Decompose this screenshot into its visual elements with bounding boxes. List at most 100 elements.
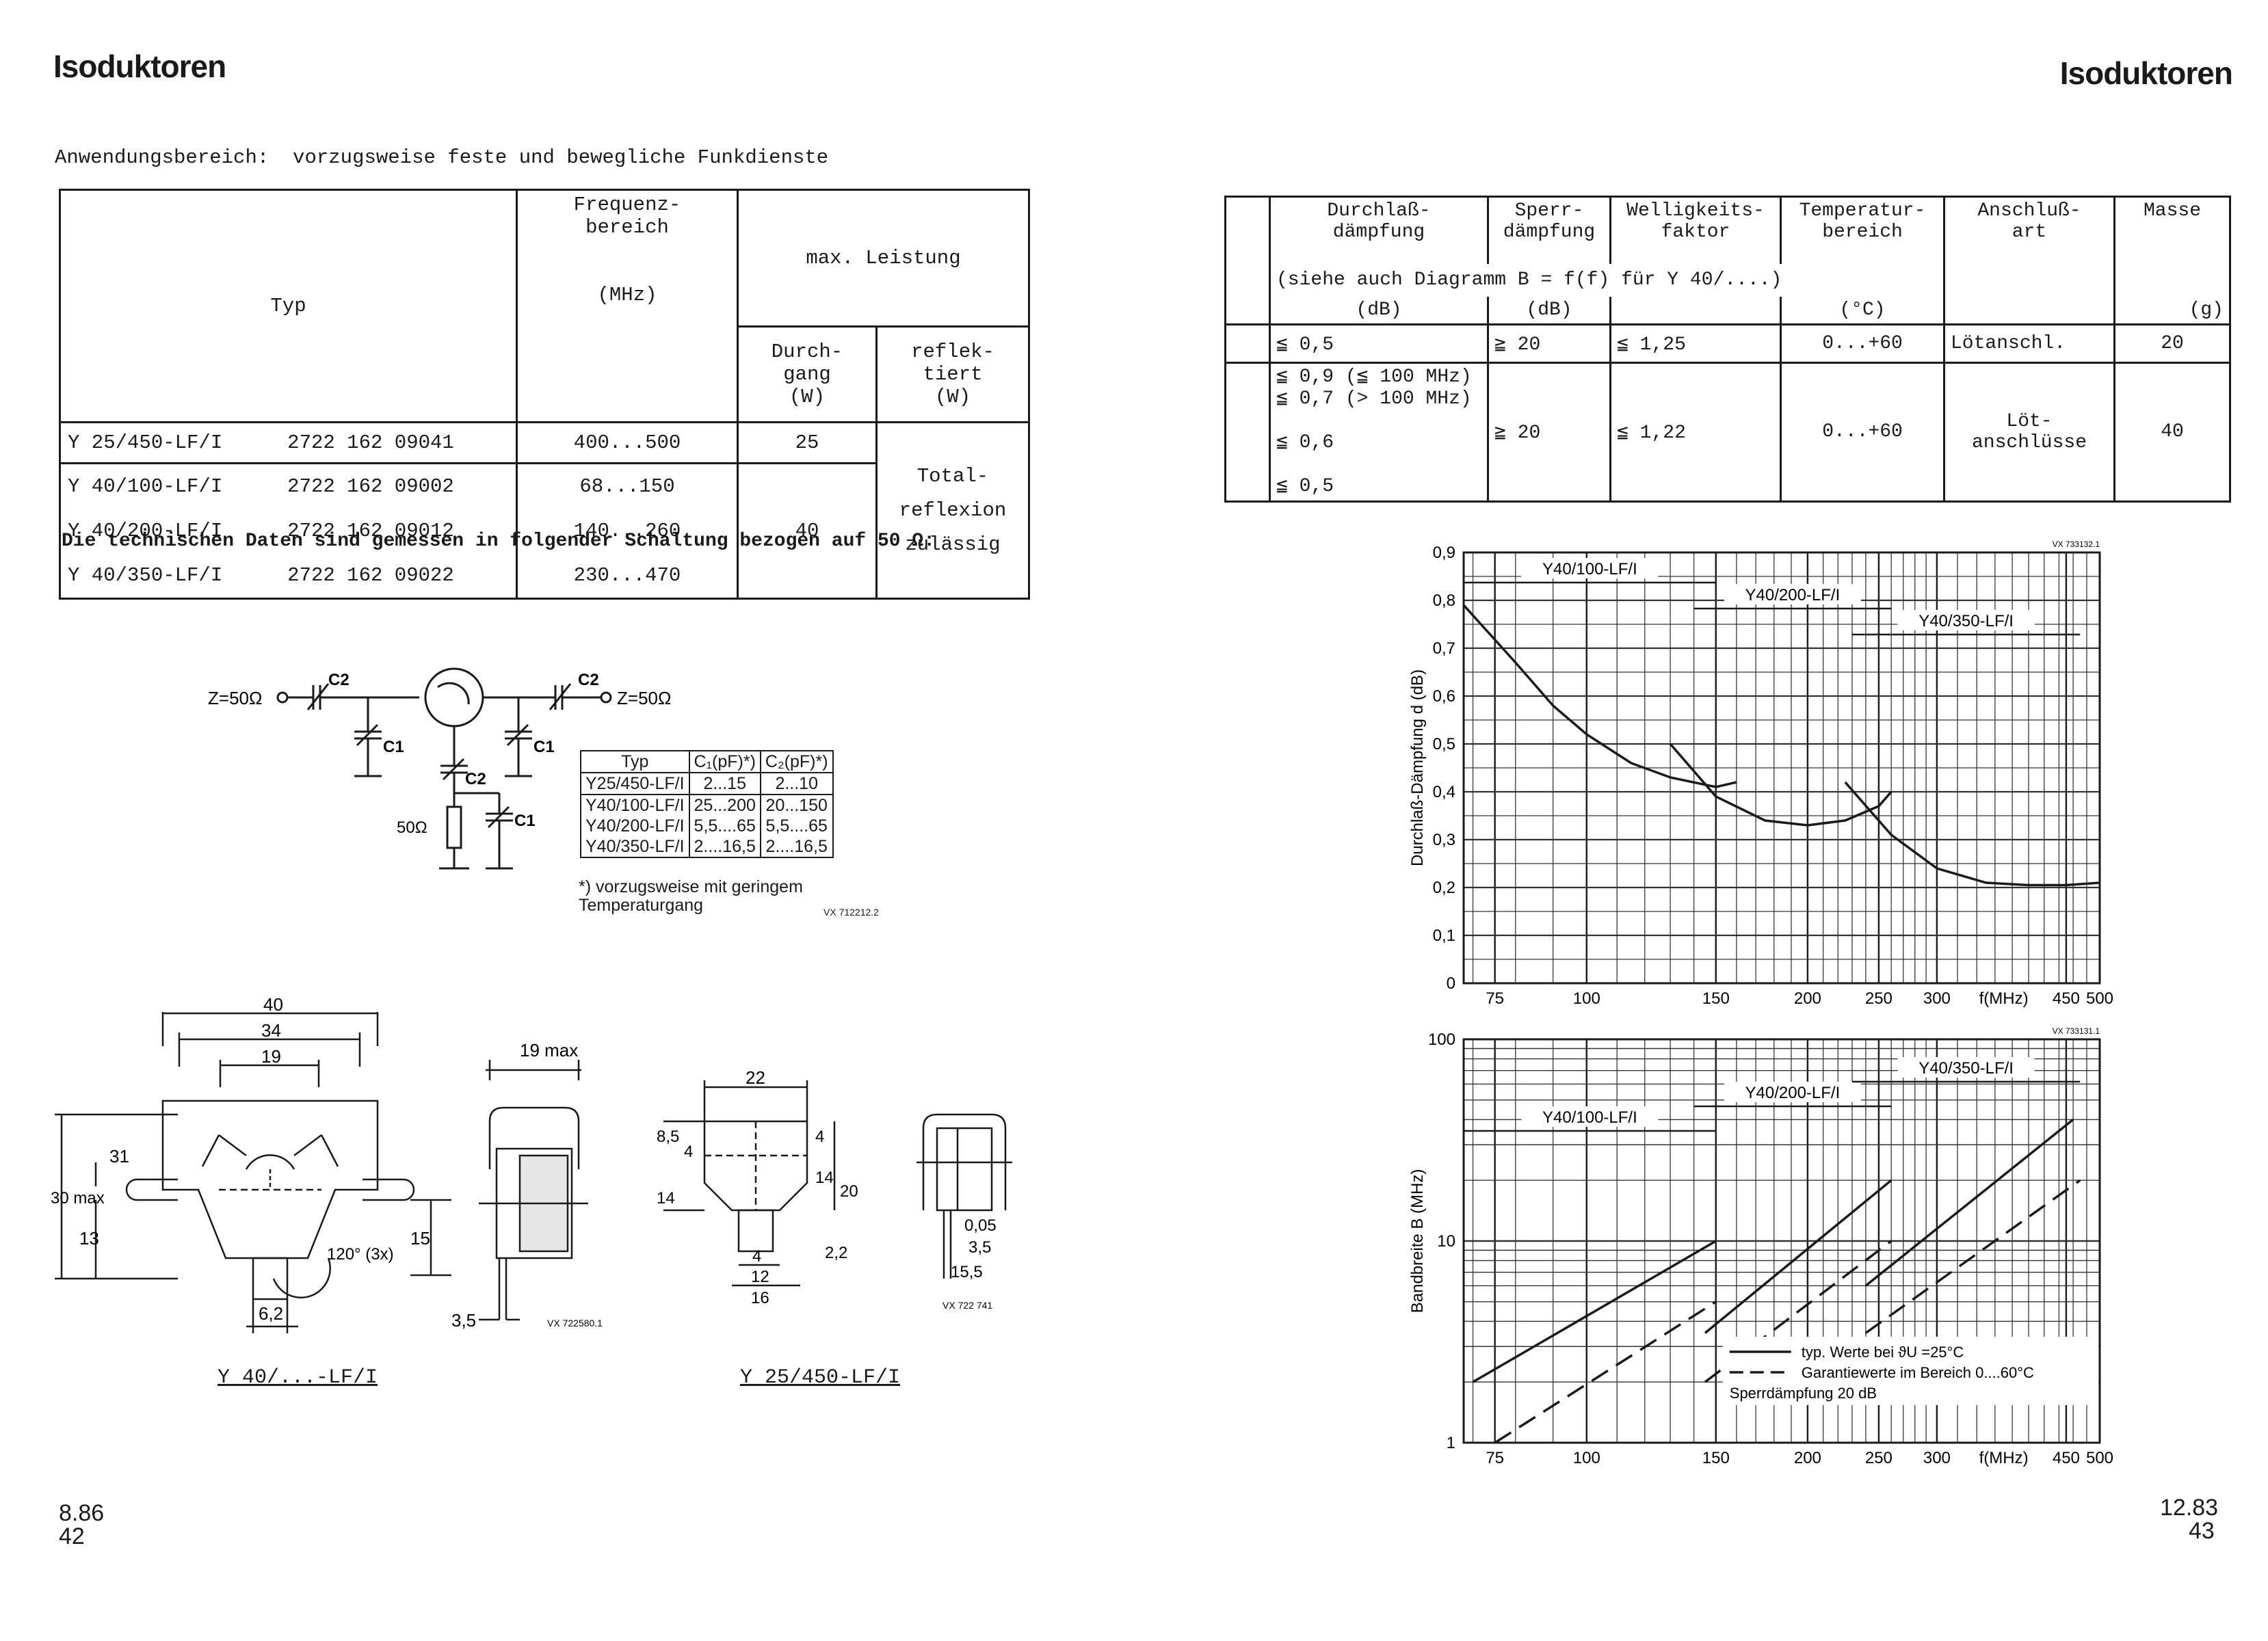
drawing-code: VX 722580.1 [547, 1318, 603, 1329]
col-ripple: Welligkeits- faktor [1609, 196, 1782, 264]
c2-label: C2 [328, 671, 350, 689]
y-tick-label: 0,2 [1433, 879, 1455, 897]
row1-temp: 0...+60 [1780, 323, 1945, 364]
series-label: Y40/100-LF/I [1542, 560, 1637, 578]
row-freq: 68...150 [516, 462, 739, 509]
row1-att: ≦ 0,5 [1269, 323, 1489, 364]
cap-c2: 20...150 [759, 794, 834, 816]
dim-22: 22 [746, 1067, 765, 1088]
chart-code: VX 733132.1 [2053, 539, 2100, 549]
drawing-y40: 40 34 19 31 30 max 13 15 6,2 120° (3x) [51, 998, 451, 1333]
series-label: Y40/350-LF/I [1918, 612, 2014, 630]
series-label: Y40/200-LF/I [1745, 1084, 1841, 1102]
unit-conn [1943, 296, 2115, 325]
cap-header: Typ [580, 750, 690, 773]
row-power [737, 553, 878, 600]
series-label: Y40/350-LF/I [1918, 1059, 2014, 1078]
legend-box [1722, 1337, 2098, 1405]
series-label: Y40/200-LF/I [1745, 586, 1841, 604]
row-freq: 230...470 [516, 553, 739, 600]
z-left-label: Z=50Ω [208, 688, 262, 708]
x-tick-label: 500 [2086, 989, 2113, 1008]
series-line [1864, 1179, 2081, 1334]
x-tick-label: 250 [1865, 989, 1893, 1008]
y-tick-label: 0,8 [1433, 591, 1455, 610]
row-freq: 400...500 [516, 421, 739, 464]
spec-blank [2113, 263, 2231, 297]
series-line [1704, 1179, 1893, 1334]
row-type: Y 40/100-LF/I [59, 463, 281, 509]
row-power: 25 [737, 421, 878, 464]
dim-40: 40 [263, 998, 283, 1015]
row1-ripple: ≦ 1,25 [1609, 323, 1782, 364]
series-label-bg [1724, 1082, 1861, 1102]
x-tick-label: 200 [1794, 989, 1821, 1008]
dim-0-05: 0,05 [964, 1216, 997, 1235]
x-tick-label: 150 [1702, 1449, 1730, 1467]
row1-mass: 20 [2113, 323, 2231, 364]
dim-34: 34 [261, 1020, 281, 1041]
y-tick-label: 0,7 [1433, 639, 1455, 658]
circuit-schematic: Z=50Ω Z=50Ω C2 C1 C2 C1 C2 C1 50Ω [208, 667, 671, 870]
x-tick-label: 450 [2053, 1449, 2080, 1467]
spec-note: (siehe auch Diagramm B = f(f) für Y 40/.… [1269, 263, 1945, 297]
col-conn: Anschluß- art [1943, 196, 2115, 264]
dim-12: 12 [751, 1268, 769, 1286]
col-stop: Sperr- dämpfung [1487, 196, 1611, 264]
series-label-bg [1897, 610, 2035, 630]
row-code: 2722 162 09012 [280, 508, 518, 554]
dim-4c: 4 [752, 1247, 761, 1266]
plot-frame [1462, 551, 2101, 985]
cap-c1: 5,5....65 [688, 816, 761, 836]
dim-2-2: 2,2 [825, 1244, 847, 1262]
dim-3-5b: 3,5 [968, 1238, 991, 1257]
dim-3-5: 3,5 [451, 1310, 476, 1331]
row2-ripple: ≦ 1,22 [1609, 361, 1782, 503]
col-through: Durch- gang(W) [737, 325, 878, 423]
footer-left-date: 8.86 [59, 1500, 105, 1526]
footer-left-page: 42 [59, 1523, 85, 1549]
unit-temp: (°C) [1780, 296, 1945, 325]
x-tick-label: 75 [1486, 1449, 1504, 1467]
x-tick-label: 200 [1794, 1449, 1821, 1467]
caption-y40: Y 40/...-LF/I [217, 1366, 378, 1389]
x-tick-label: 100 [1573, 989, 1600, 1008]
dim-16: 16 [751, 1289, 769, 1307]
series-label: Y40/100-LF/I [1542, 1108, 1637, 1127]
dim-20: 20 [840, 1182, 858, 1201]
series-line [1864, 1119, 2074, 1287]
row-freq: 140...260 [516, 508, 739, 554]
dim-4b: 4 [815, 1128, 824, 1146]
row1-conn: Lötanschl. [1943, 323, 2115, 364]
footer-right-date: 12.83 [2160, 1495, 2219, 1521]
row2-stop: ≧ 20 [1487, 361, 1611, 503]
cap-c2: 2....16,5 [759, 836, 834, 858]
x-tick-label: 250 [1865, 1449, 1893, 1467]
chart-code: VX 733131.1 [2053, 1026, 2100, 1036]
caption-y25: Y 25/450-LF/I [740, 1366, 901, 1389]
cap-c1: 25...200 [688, 794, 761, 816]
row2-mass: 40 [2113, 361, 2231, 503]
x-tick-label: 150 [1702, 989, 1730, 1008]
cap-type: Y40/200-LF/I [580, 816, 690, 836]
z-right-label: Z=50Ω [617, 688, 671, 708]
drawing-y40-side: 19 max 3,5 VX 722580.1 [451, 1040, 603, 1331]
row-type: Y 40/350-LF/I [59, 553, 281, 600]
legend-dashed-text: Garantiewerte im Bereich 0....60°C [1802, 1364, 2034, 1381]
cap-c1: 2...15 [688, 772, 761, 795]
dim-19max: 19 max [520, 1040, 578, 1060]
drawing-y25: 22 8,5 4 4 14 14 20 4 12 16 2,2 [657, 1067, 858, 1307]
cap-c1: 2....16,5 [688, 836, 761, 858]
unit-att: (dB) [1269, 296, 1489, 325]
cap-header: C₁(pF)*) [688, 750, 761, 773]
x-tick-label: 300 [1923, 989, 1951, 1008]
unit-mass: (g) [2113, 296, 2231, 325]
series-line [1494, 1300, 1717, 1444]
cap-header: C₂(pF)*) [759, 750, 834, 773]
resistor-label: 50Ω [397, 818, 427, 837]
spec-blank [1224, 361, 1271, 503]
drawing-code-d: VX 722 741 [942, 1300, 992, 1311]
row-power [737, 462, 878, 509]
